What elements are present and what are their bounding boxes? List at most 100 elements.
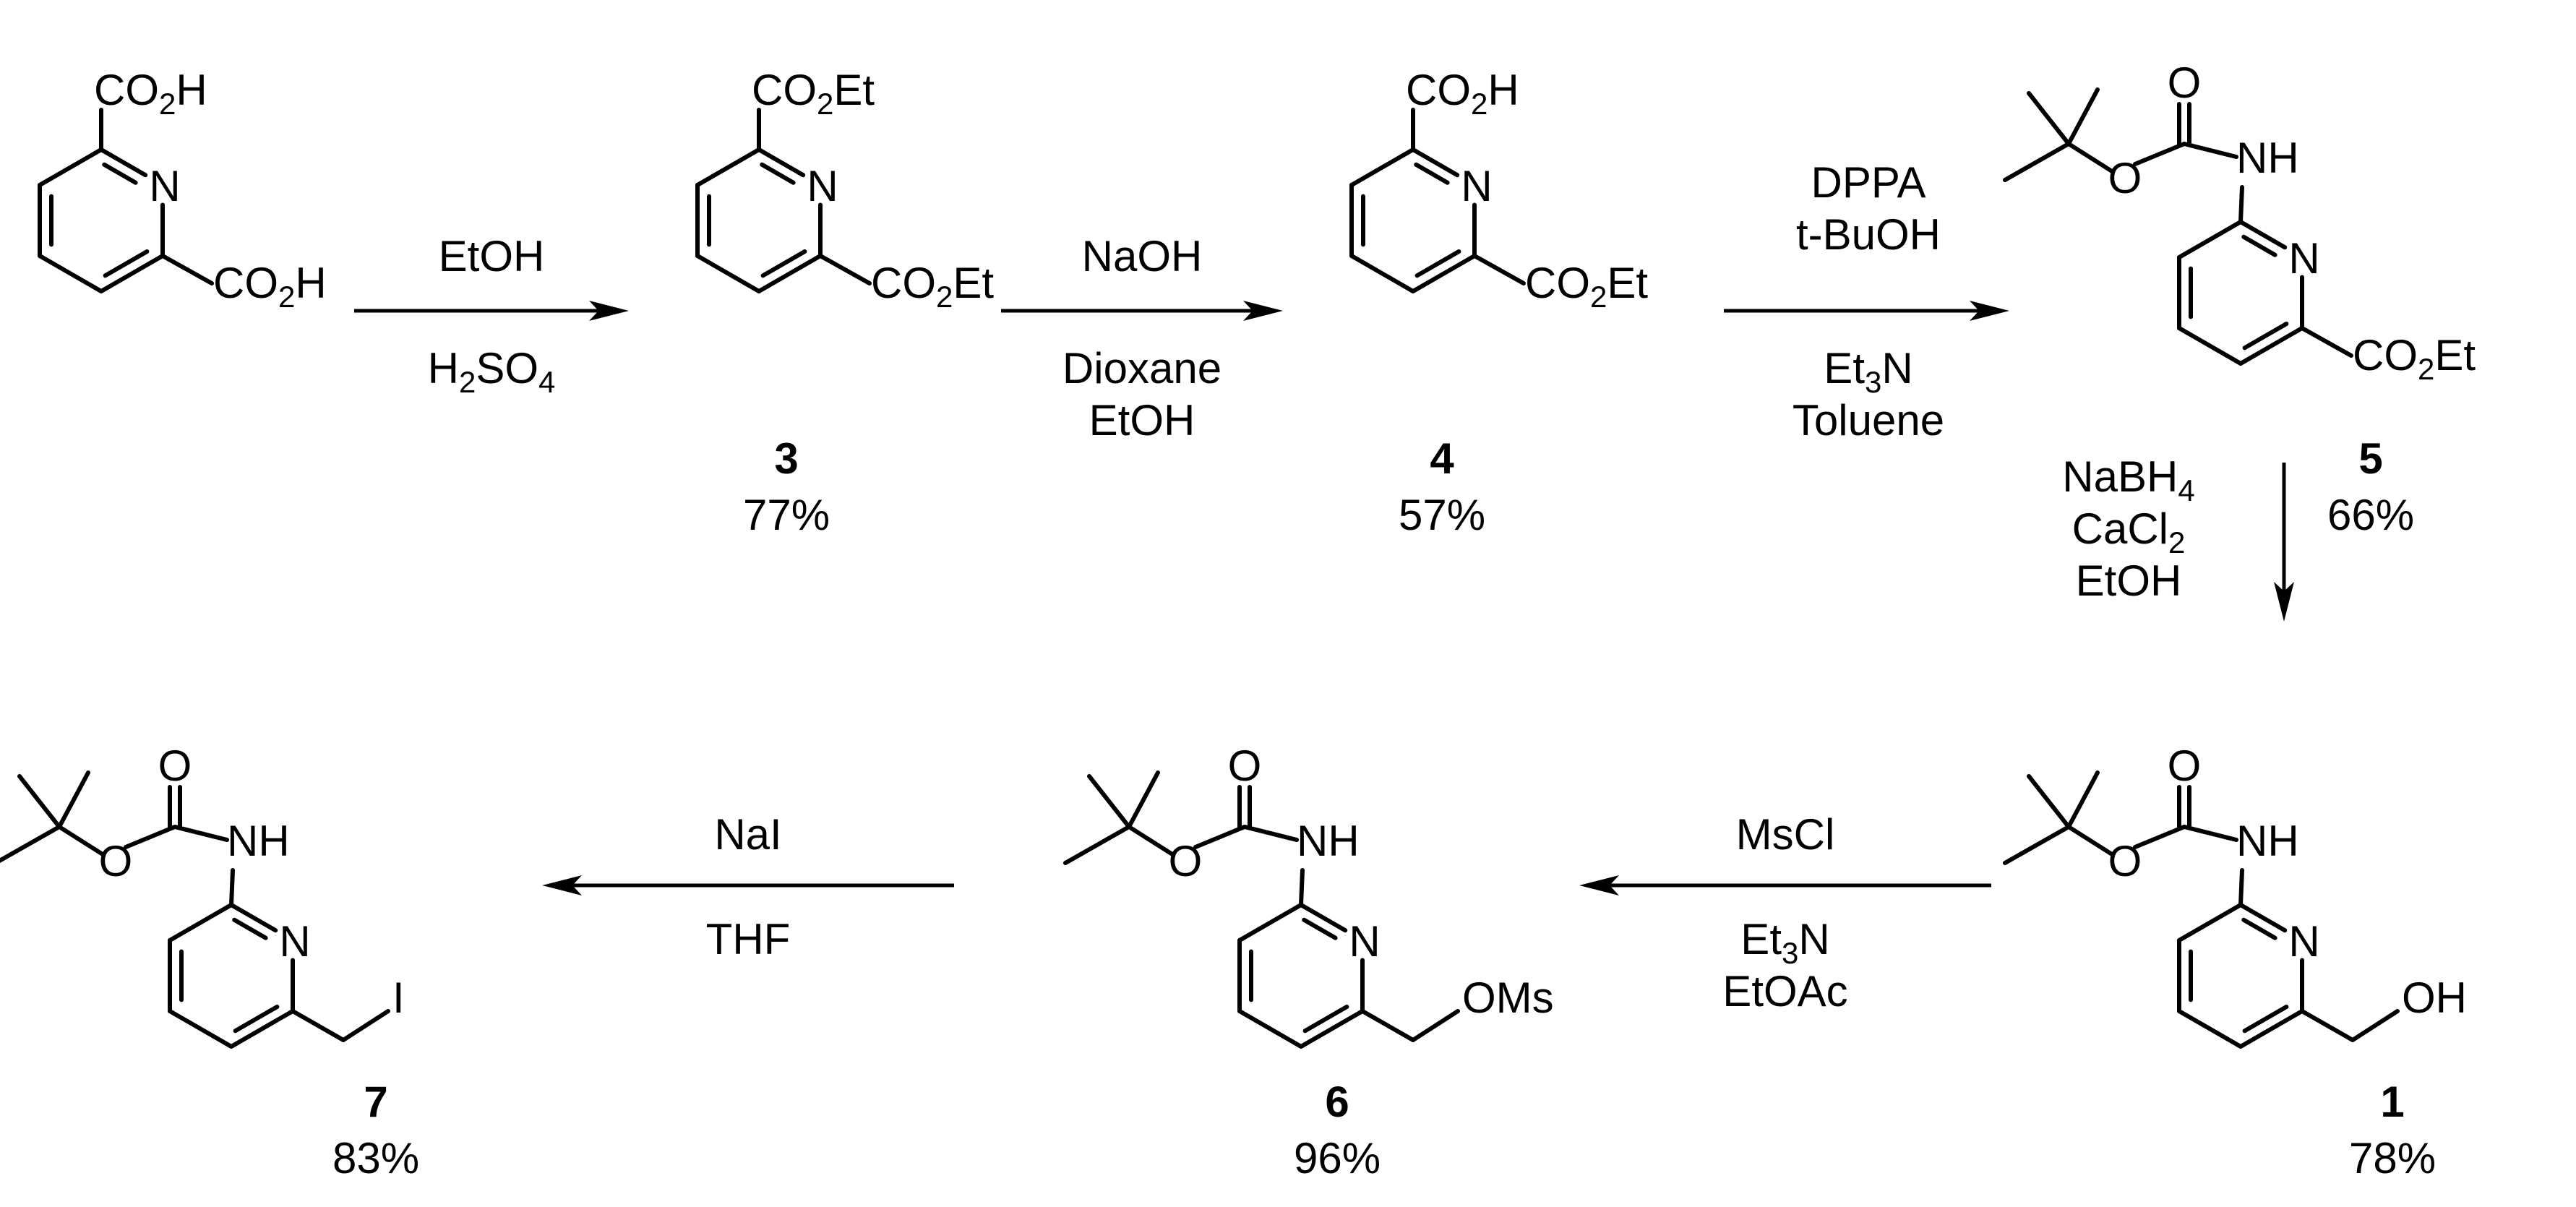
arrow-step1-head	[589, 301, 629, 321]
substituent-top: CO2​Et	[752, 66, 875, 121]
arrow-step4-head	[2274, 582, 2294, 622]
tbu-methyl	[2027, 774, 2071, 829]
substituent-right: OMs	[1462, 974, 1554, 1022]
bond-methylene-substituent	[2350, 1009, 2400, 1042]
substituent-right: CO2​Et	[871, 259, 994, 314]
ring-bond	[229, 1009, 295, 1049]
condition-step2: Dioxane	[1062, 344, 1222, 392]
condition-step6: THF	[706, 915, 791, 963]
amide-nh: NH	[2236, 134, 2299, 182]
compound-number: 6	[1325, 1078, 1349, 1126]
ring-bond	[2177, 1009, 2243, 1049]
ring-double-bond	[1414, 249, 1461, 278]
tbu-methyl	[1063, 825, 1131, 865]
ring-double-bond	[2241, 917, 2277, 940]
tbu-methyl	[57, 770, 90, 829]
ring-bond	[2238, 220, 2288, 250]
compound-number: 7	[364, 1078, 387, 1126]
bond-nh-carbonyl	[173, 825, 229, 842]
reagent-step4: EtOH	[2076, 557, 2182, 605]
substituent-right: CO2​H	[213, 259, 327, 314]
ring-double-bond	[1302, 1004, 1349, 1034]
compound-number: 1	[2380, 1078, 2404, 1126]
bond-to-carboxyl	[160, 254, 214, 285]
tbu-methyl	[2027, 91, 2071, 146]
compound-yield: 77%	[743, 491, 830, 539]
bond-to-carboxyl	[1472, 254, 1526, 285]
bond-methylene-substituent	[1411, 1009, 1460, 1042]
ring-bond	[2238, 1009, 2304, 1049]
tbu-methyl	[0, 825, 61, 864]
tbu-methyl	[2003, 142, 2071, 182]
bond-nh-carbonyl	[2182, 825, 2238, 842]
compound-number: 5	[2358, 434, 2382, 483]
arrow-step6-head	[542, 875, 582, 895]
ring-bond	[2177, 220, 2243, 259]
bond-to-methylene	[2300, 1009, 2355, 1042]
ring-bond	[757, 254, 823, 293]
reaction-arrows	[354, 301, 2294, 895]
bond-to-nh	[1299, 868, 1305, 907]
ring-double-bond	[2242, 1004, 2289, 1034]
substituent-right: I	[392, 974, 405, 1022]
compound-yield: 66%	[2327, 491, 2414, 539]
condition-step3: Toluene	[1793, 396, 1944, 444]
bond-to-carboxyl	[818, 254, 872, 285]
bond-to-ester	[2300, 326, 2353, 358]
bond-carbonyl-oxygen	[2133, 825, 2186, 849]
ester-oxygen: O	[99, 837, 133, 885]
bond-carbonyl-oxygen	[124, 825, 177, 849]
ring-double-bond	[233, 1004, 280, 1034]
ring-bond	[695, 147, 761, 187]
substituent-right: OH	[2402, 974, 2467, 1022]
ring-double-bond	[102, 162, 138, 185]
reagent-step3: t-BuOH	[1796, 210, 1941, 259]
bond-nh-carbonyl	[2182, 142, 2238, 159]
bond-to-nh	[2238, 868, 2244, 907]
condition-step2: EtOH	[1089, 396, 1195, 444]
tbu-methyl	[17, 774, 61, 829]
substituent-right: CO2​Et	[1525, 259, 1648, 314]
ring-bond	[1237, 1009, 1303, 1049]
ring-double-bond	[103, 249, 150, 278]
bond-to-methylene	[1360, 1009, 1415, 1042]
tbu-methyl	[2066, 770, 2100, 829]
ring-bond	[2177, 326, 2243, 366]
ring-nitrogen: N	[1349, 917, 1380, 966]
ester-oxygen: O	[2108, 154, 2142, 202]
ring-double-bond	[2241, 234, 2277, 257]
ring-double-bond	[760, 249, 807, 278]
bond-nh-carbonyl	[1242, 825, 1299, 842]
reagent-step4: NaBH4​	[2062, 452, 2194, 507]
bond-carbonyl-oxygen	[2133, 142, 2186, 166]
ring-double-bond	[232, 917, 268, 940]
bond-oxygen-tbu	[57, 825, 105, 856]
carbonyl-oxygen: O	[158, 742, 192, 790]
carbonyl-oxygen: O	[2168, 742, 2202, 790]
amide-nh: NH	[1297, 817, 1360, 865]
ring-bond	[1349, 254, 1415, 293]
ring-bond	[99, 147, 148, 178]
arrow-step5-head	[1579, 875, 1619, 895]
bond-oxygen-tbu	[2066, 825, 2114, 856]
reagent-step3: DPPA	[1811, 158, 1926, 207]
bond-oxygen-tbu	[2066, 142, 2114, 173]
ring-bond	[1299, 1009, 1365, 1049]
ring-nitrogen: N	[2288, 234, 2319, 283]
arrow-step3-head	[1970, 301, 2009, 321]
tbu-methyl	[2003, 825, 2071, 865]
structures: NCO2​HCO2​HNCO2​EtCO2​EtNCO2​HCO2​EtNNHO…	[0, 59, 2476, 1049]
compound-yield: 78%	[2349, 1134, 2436, 1182]
compound-yield: 83%	[332, 1134, 419, 1182]
bond-to-nh	[2238, 185, 2244, 224]
ring-bond	[38, 147, 103, 187]
compound-number: 4	[1430, 434, 1454, 483]
ring-bond	[1349, 147, 1415, 187]
